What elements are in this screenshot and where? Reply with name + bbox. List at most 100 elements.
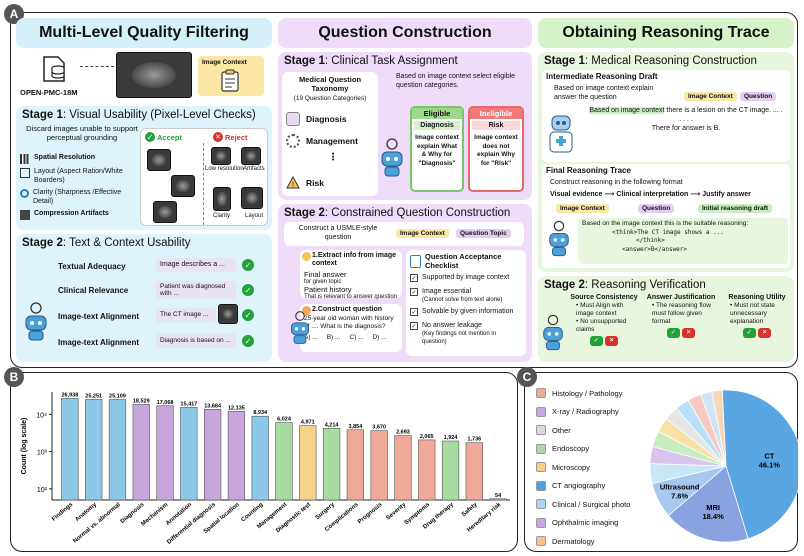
reject-label-clarity: Clarity [213,213,231,219]
verify-justification: Answer Justification • The reasoning flo… [642,294,720,338]
row-check-alignment-1: ✓ [242,309,254,321]
final-trace-think-close: </think> [636,237,665,244]
draft-prompt: Based on image context explain answer th… [554,85,654,101]
bar [85,399,103,501]
bar [346,429,364,501]
pie-slice-pct: 18.4% [703,512,725,521]
col1-stage2-title: Stage 2: Text & Context Usability [22,237,191,249]
bar-value-label: 2,065 [420,434,434,440]
step2-text: 25-year old woman with history of .... W… [304,315,394,330]
step2-bulb-icon [302,306,311,315]
category-label: Anatomy [74,502,98,524]
final-trace-card: Final Reasoning Trace Construct reasonin… [542,164,790,268]
construct-prompt-card: Construct a USMLE-style question Image C… [284,222,524,246]
criterion-layout: Layout (Aspect Ration/White Boarders) [20,168,138,185]
final-tag-question: Question [638,204,675,213]
dataset-name: OPEN-PMC-18M [20,88,78,97]
bar [204,409,222,501]
row-check-clinical: ✓ [242,284,254,296]
step1-title: 1.Extract info from image context [312,252,397,267]
compress-icon [20,210,30,220]
accept-label: ✓Accept [145,132,183,142]
grid-icon [20,154,30,164]
taxonomy-card: Medical Question Taxonomy (19 Question C… [282,72,378,196]
draft-title: Intermediate Reasoning Draft [546,72,658,81]
bar-value-label: 25,251 [85,393,102,399]
checklist-item-1: ✓Supported by image context [410,274,510,282]
legend-item: Clinical / Surgical photo [536,495,676,514]
checkbox-icon: ✓ [410,288,418,296]
bar [489,498,507,501]
taxonomy-sub: (19 Question Categories) [293,95,367,102]
rejected-scan-artifacts [241,147,261,165]
col3-title: Obtaining Reasoning Trace [538,18,794,48]
image-context-label: Image Context [202,59,247,66]
col2-stage1-title: Stage 1: Clinical Task Assignment [284,55,458,67]
legend-swatch [536,499,546,510]
ineligible-head: Ineligible [470,108,522,119]
bar-value-label: 26,938 [61,392,78,398]
bar [418,439,436,501]
verify-justification-head: Answer Justification [646,294,716,301]
legend-label: Histology / Pathology [552,388,623,398]
row-box-textual: Image describes a ... [156,258,236,272]
bar-value-label: 12,135 [228,405,245,411]
accept-reject-divider [203,143,204,225]
verify-utility-items: • Must not state unnecessary explanation [730,302,775,325]
final-trace-flow: Visual evidence ⟶ Clinical interpretatio… [550,191,751,198]
row-box-clinical: Patient was diagnosed with ... [156,281,236,299]
final-trace-title: Final Reasoning Trace [546,166,631,175]
robot-icon-4 [546,220,572,263]
category-label: Severity [385,502,407,522]
legend-item: Dermatology [536,532,676,551]
dataset-row: OPEN-PMC-18M Image Context [16,52,272,104]
pie-slice-pct: 46.1% [759,460,781,469]
taxonomy-title: Medical Question Taxonomy [298,75,362,93]
robot-icon-3 [288,310,312,351]
category-label: Findings [51,502,75,523]
draft-tag-image-context: Image Context [684,92,737,101]
robot-icon [22,302,50,347]
ct-scan-image [116,52,192,98]
bar [441,440,460,501]
final-trace-think-open: <think>The CT image shows a ... [612,228,724,236]
step2-options: A) ... B) ... C) ... D) ... [304,334,387,341]
taxonomy-item-diagnosis: Diagnosis [286,112,347,126]
checklist-items: ✓Supported by image context ✓Image essen… [410,274,522,346]
final-trace-prompt: Construct reasoning in the following for… [550,179,683,186]
verify-justification-marks: ✓ ✕ [642,328,720,338]
eligible-reason: Image context explain What & Why for "Di… [415,134,459,167]
col1-title: Multi-Level Quality Filtering [16,18,272,48]
task-assignment-prompt: Based on image context select eligible q… [396,73,516,89]
bar-value-label: 25,109 [109,394,126,400]
category-label: Safety [461,502,479,519]
legend-item: Endoscopy [536,440,676,459]
pie-slice [721,389,798,540]
pie-slice-pct: 7.6% [671,492,688,501]
col3-stage1-title: Stage 1: Medical Reasoning Construction [544,55,757,67]
accept-reject-card: ✓Accept ✕Reject Low resolution Artifacts… [140,128,268,226]
eligible-card: Eligible Diagnosis Image context explain… [410,106,464,192]
col2-title: Question Construction [278,18,532,48]
magnifier-icon [20,189,29,198]
step1-answer: Final answer [304,270,347,279]
rejected-scan-clarity [213,187,231,211]
check-icon: ✓ [742,328,757,338]
step1-answer-sub: for given topic [304,279,342,285]
step1-history-sub: That is relevant to answer question [304,294,398,300]
check-icon: ✓ [589,336,604,346]
robot-icon-2 [378,138,406,183]
bar-value-label: 2,693 [396,430,410,436]
bar-value-label: 13,684 [204,403,222,409]
verify-utility-head: Reasoning Utility [728,294,786,301]
final-trace-response-text: Based on the image context this is the s… [582,220,749,227]
y-tick-label: 10² [37,487,48,494]
verify-source: Source Consistency • Must Align with ima… [566,294,642,346]
visual-criteria-list: Spatial Resolution Layout (Aspect Ration… [20,154,138,220]
dataset-arrow [80,66,114,67]
legend-item: Histology / Pathology [536,384,676,403]
x-icon: ✕ [604,336,619,346]
bar-value-label: 18,529 [133,398,150,404]
y-axis-label: Count (log scale) [21,418,28,475]
